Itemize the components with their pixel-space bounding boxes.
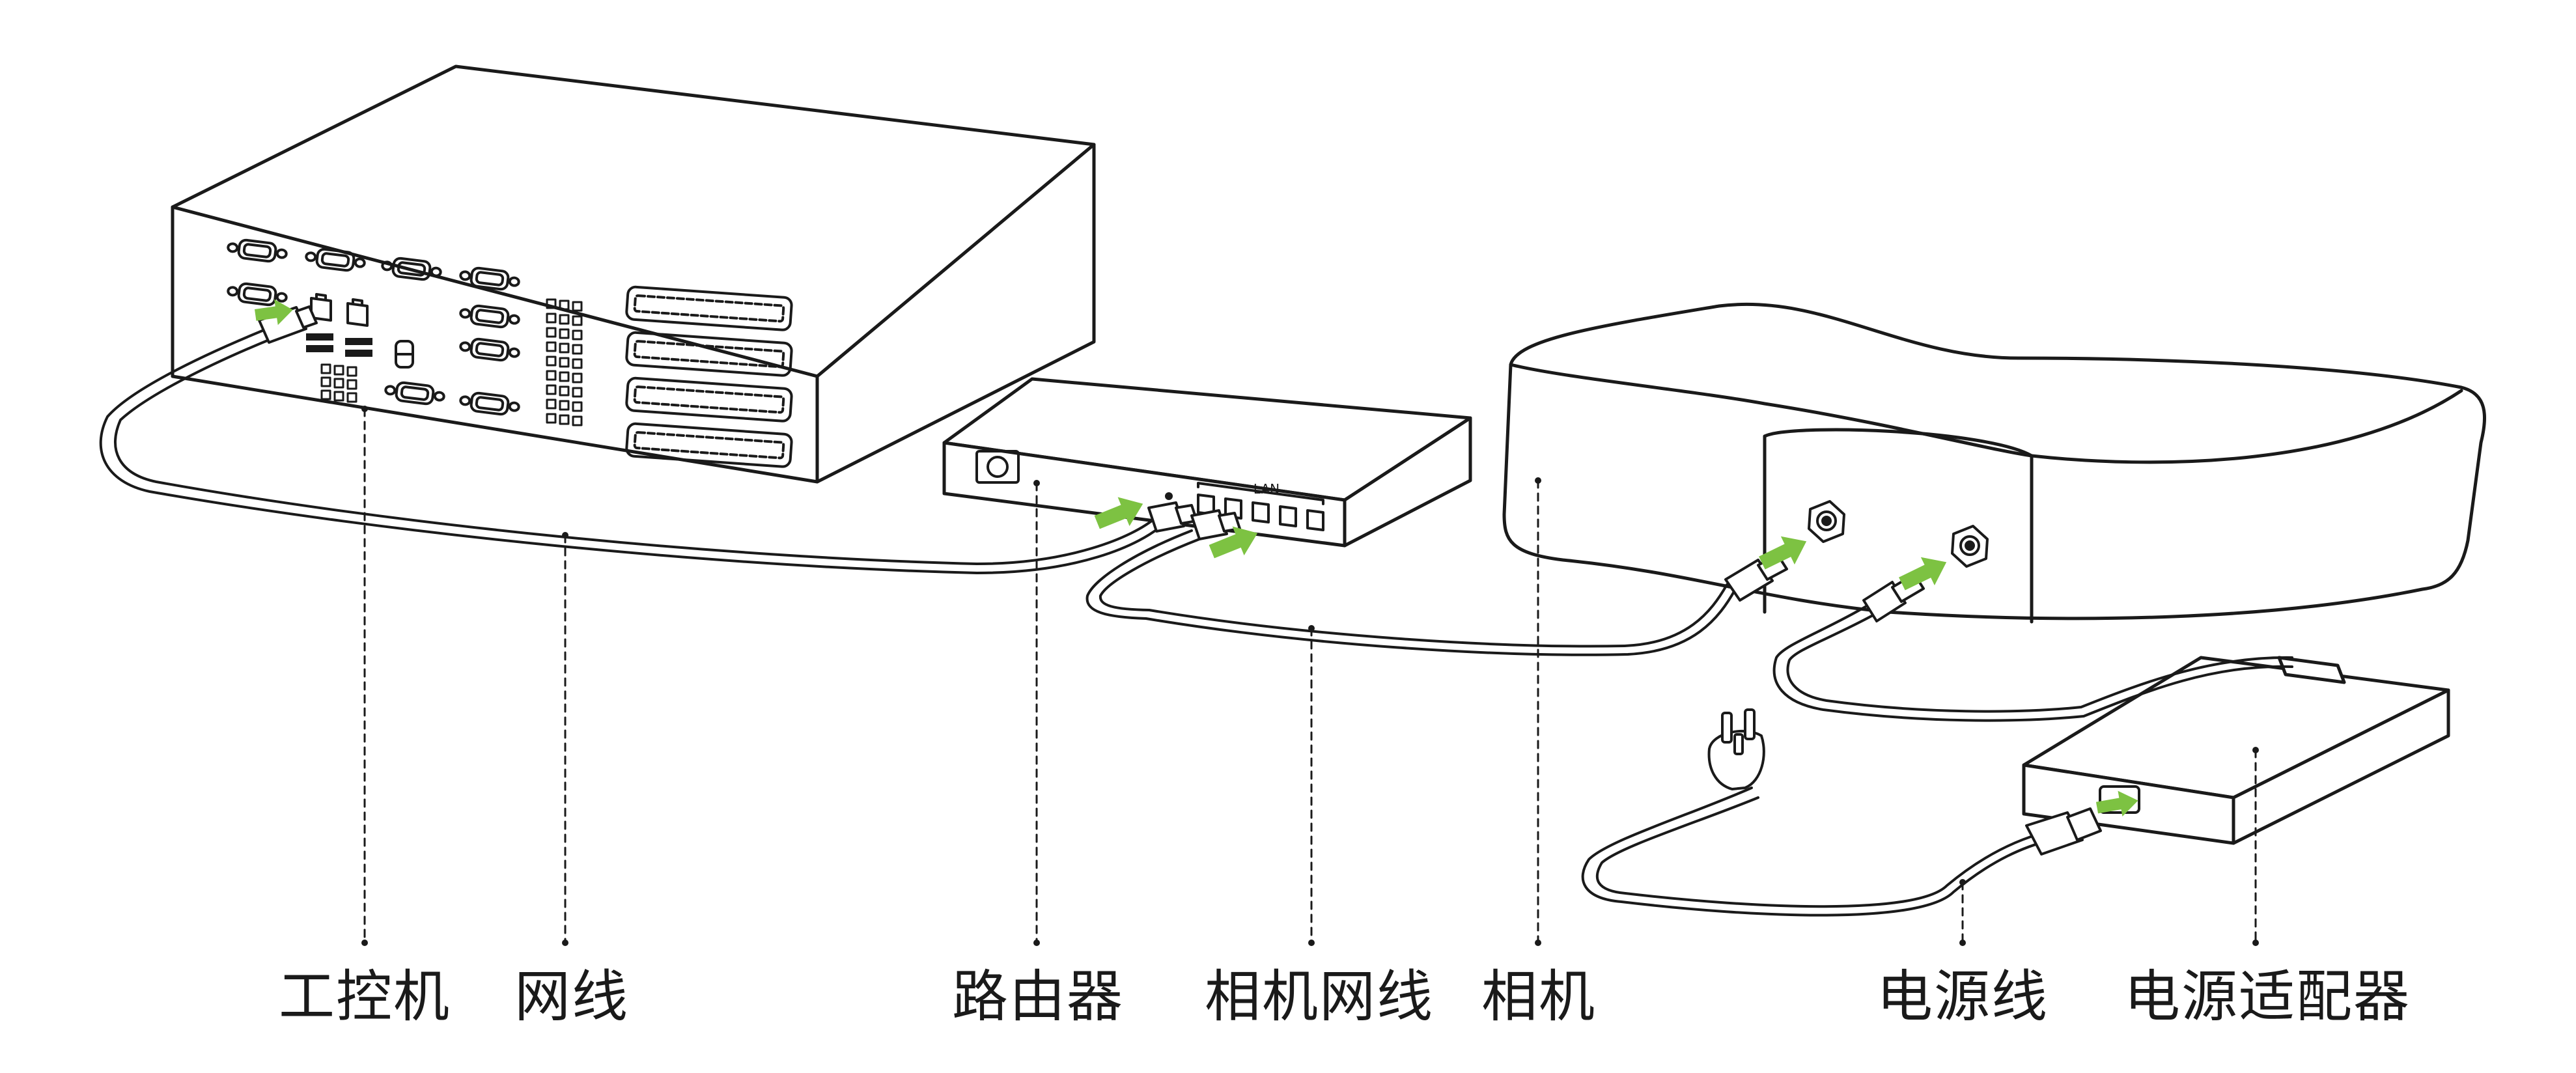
- serial-port: [381, 257, 442, 281]
- terminal-block: [625, 376, 793, 423]
- label-power-cable: 电源线: [1877, 964, 2049, 1029]
- serial-port: [227, 282, 288, 307]
- arrow-router-port-1: [1094, 497, 1143, 529]
- label-power-adapter: 电源适配器: [2124, 964, 2411, 1029]
- network-plug-router-2: [1190, 509, 1241, 540]
- label-camera: 相机: [1481, 964, 1596, 1029]
- router-front-face: [942, 441, 1347, 548]
- serial-ports: [227, 238, 520, 416]
- terminal-block: [625, 285, 793, 331]
- adapter-cable-boot: [2277, 656, 2346, 684]
- camera-power-port: [1951, 525, 1989, 568]
- network-plug-router: [1147, 501, 1198, 533]
- arrow-camera-power: [1899, 557, 1947, 591]
- usb-ports: [306, 333, 372, 357]
- arrow-ipc-port: [255, 299, 293, 326]
- router-power-socket: [975, 450, 1020, 484]
- serial-port: [459, 304, 520, 329]
- serial-port: [227, 238, 288, 263]
- insertion-arrows: [255, 299, 2138, 817]
- iec-plug: [2025, 807, 2102, 856]
- wall-plug: [1707, 708, 1765, 790]
- camera-upper-edge: [1509, 363, 2463, 464]
- label-network-cable: 网线: [514, 964, 629, 1029]
- small-port: [395, 340, 414, 369]
- router-lan-label: LAN: [1253, 481, 1280, 497]
- arrow-adapter-input: [2095, 790, 2138, 817]
- arrow-router-port-2: [1209, 526, 1258, 559]
- leader-lines: [363, 408, 2257, 942]
- serial-port: [305, 247, 366, 272]
- ethernet-port: [346, 298, 369, 327]
- connectors: [258, 305, 2102, 856]
- camera-power-cable: [1772, 604, 2293, 722]
- serial-port: [459, 266, 520, 291]
- camera: [1502, 302, 2486, 624]
- camera-panel-top: [1763, 428, 2034, 458]
- vent-grid: [546, 298, 583, 426]
- router: LAN: [942, 377, 1472, 548]
- label-router: 路由器: [952, 964, 1124, 1029]
- camera-body: [1502, 302, 2486, 620]
- adapter-input-socket: [2099, 785, 2140, 814]
- terminal-block: [625, 422, 793, 468]
- leader-dots: [361, 406, 2259, 946]
- industrial-pc: [171, 64, 1096, 484]
- network-plug-ipc: [258, 305, 318, 344]
- vent-grid-small: [320, 363, 357, 403]
- network-cable: [99, 327, 1167, 574]
- ethernet-ports: [310, 293, 369, 327]
- serial-port: [459, 337, 520, 362]
- serial-port: [459, 391, 520, 416]
- camera-network-port: [1808, 500, 1845, 543]
- terminal-blocks: [625, 285, 793, 468]
- label-ipc: 工控机: [279, 964, 451, 1029]
- serial-port: [384, 381, 445, 406]
- power-cable: [1581, 787, 2052, 917]
- terminal-block: [625, 331, 793, 377]
- router-lan-ports: [1197, 482, 1324, 531]
- camera-network-cable: [1085, 529, 1737, 656]
- arrow-camera-network: [1759, 536, 1807, 570]
- label-camera-cable: 相机网线: [1205, 964, 1434, 1029]
